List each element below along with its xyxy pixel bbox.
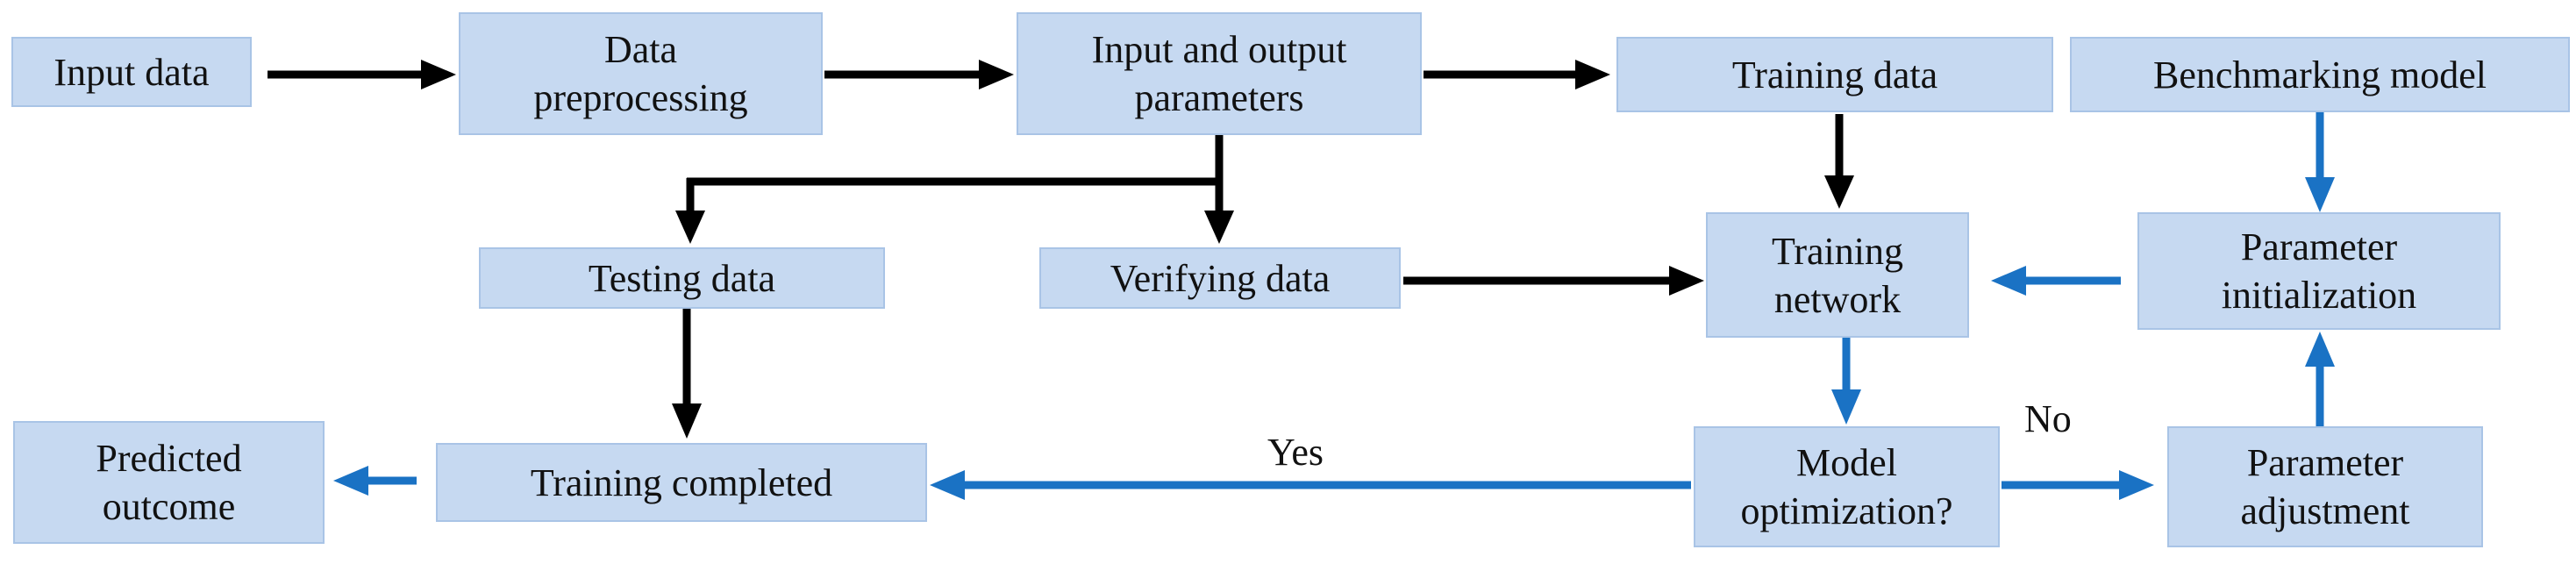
node-line: Model: [1796, 441, 1897, 484]
arrow-optimization-no-to-adjustment: [2002, 470, 2154, 500]
arrow-training-data-to-network: [1824, 114, 1854, 209]
node-predicted-outcome: Predicted outcome: [13, 421, 325, 544]
arrow-initialization-to-network: [1991, 266, 2121, 296]
node-line: initialization: [2221, 274, 2417, 317]
arrow-parameters-to-training-data: [1424, 60, 1610, 89]
node-line: Data: [603, 28, 678, 71]
edge-label-yes: Yes: [1267, 431, 1324, 474]
node-training-data: Training data: [1616, 37, 2053, 112]
arrow-optimization-yes-to-completed: [930, 470, 1691, 500]
node-line: Benchmarking model: [2152, 53, 2487, 96]
node-io-parameters: Input and output parameters: [1017, 12, 1422, 135]
node-line: adjustment: [2240, 489, 2410, 532]
node-training-completed: Training completed: [436, 443, 927, 522]
arrow-benchmark-to-initialization: [2305, 112, 2335, 212]
node-parameter-adjustment: Parameter adjustment: [2167, 426, 2483, 547]
node-benchmarking-model: Benchmarking model: [2070, 37, 2570, 112]
arrow-preprocessing-to-parameters: [824, 60, 1014, 89]
node-line: preprocessing: [533, 76, 748, 119]
arrow-parameters-split: [675, 133, 1234, 244]
arrow-verifying-to-network: [1403, 266, 1704, 296]
node-input-data: Input data: [11, 37, 252, 107]
arrow-adjustment-to-initialization: [2305, 332, 2335, 426]
node-line: Input data: [54, 50, 210, 94]
node-testing-data: Testing data: [479, 247, 885, 309]
node-line: Parameter: [2246, 441, 2404, 484]
node-line: parameters: [1134, 76, 1304, 119]
node-line: Training completed: [530, 460, 833, 504]
arrow-network-to-optimization: [1831, 338, 1861, 425]
node-line: Input and output: [1091, 28, 1347, 71]
node-line: Testing data: [588, 256, 776, 300]
node-line: Verifying data: [1110, 256, 1331, 300]
node-parameter-initialization: Parameter initialization: [2137, 212, 2501, 330]
arrow-input-to-preprocessing: [268, 60, 456, 89]
node-line: Training data: [1731, 53, 1938, 96]
node-model-optimization: Model optimization?: [1694, 426, 2000, 547]
arrow-completed-to-predicted: [333, 466, 417, 496]
edge-label-no: No: [2024, 397, 2072, 440]
node-verifying-data: Verifying data: [1039, 247, 1401, 309]
node-line: outcome: [102, 485, 236, 528]
arrow-testing-to-completed: [672, 309, 702, 439]
node-line: network: [1773, 277, 1902, 321]
node-line: Parameter: [2240, 225, 2398, 268]
node-training-network: Training network: [1706, 212, 1969, 338]
node-data-preprocessing: Data preprocessing: [459, 12, 823, 135]
node-line: optimization?: [1740, 489, 1953, 532]
node-line: Predicted: [96, 437, 242, 480]
node-line: Training: [1772, 229, 1903, 273]
